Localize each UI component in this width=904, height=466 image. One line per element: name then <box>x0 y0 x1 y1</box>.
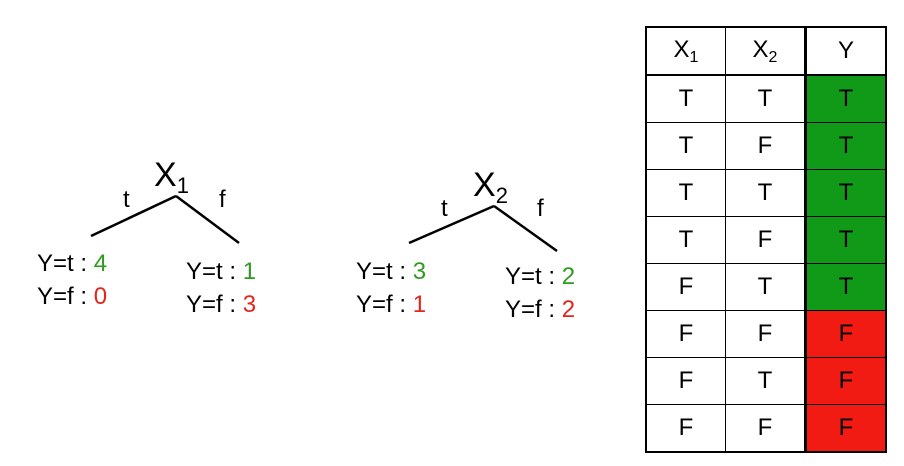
cell-y: T <box>804 216 887 264</box>
cell-y: T <box>804 74 887 123</box>
cell-y: T <box>804 122 887 170</box>
header-x2: X2 <box>725 26 806 76</box>
count-false: 3 <box>242 291 257 318</box>
cell-y: T <box>804 169 887 217</box>
cell-x1: F <box>645 310 726 358</box>
tree1-right-branch-label: f <box>219 186 226 213</box>
cell-x1: T <box>645 216 726 264</box>
cell-x2: T <box>725 263 806 311</box>
cell-x1: F <box>645 404 726 453</box>
count-true: 2 <box>561 263 576 290</box>
tree2-right-leaf: Y=t : 2 Y=f : 2 <box>505 263 576 323</box>
count-true: 4 <box>93 250 108 277</box>
cell-x2: F <box>725 122 806 170</box>
cell-y: F <box>804 310 887 358</box>
cell-y: T <box>804 263 887 311</box>
cell-x2: F <box>725 310 806 358</box>
tree2-right-edge <box>493 204 558 253</box>
cell-x1: T <box>645 122 726 170</box>
count-false: 2 <box>561 296 576 323</box>
tree1-left-edge <box>90 194 177 238</box>
tree1-right-leaf: Y=t : 1 Y=f : 3 <box>186 258 257 318</box>
tree1-left-leaf: Y=t : 4 Y=f : 0 <box>37 250 108 310</box>
tree2-left-edge <box>408 204 495 245</box>
cell-x2: T <box>725 74 806 123</box>
count-false: 1 <box>412 291 427 318</box>
cell-x1: T <box>645 74 726 123</box>
cell-x1: T <box>645 169 726 217</box>
header-x1: X1 <box>645 26 726 76</box>
cell-y: F <box>804 357 887 405</box>
table-header-row: X1 X2 Y <box>645 26 887 76</box>
cell-x1: F <box>645 357 726 405</box>
tree2-left-leaf: Y=t : 3 Y=f : 1 <box>356 258 427 318</box>
tree1-root-label: X1 <box>154 156 189 198</box>
cell-x2: T <box>725 169 806 217</box>
count-true: 1 <box>242 258 257 285</box>
cell-x1: F <box>645 263 726 311</box>
count-false: 0 <box>93 283 108 310</box>
tree1-left-branch-label: t <box>123 186 130 213</box>
tree2-left-branch-label: t <box>441 195 448 222</box>
tree1-right-edge <box>175 194 240 245</box>
tree2-root-label: X2 <box>473 166 508 208</box>
cell-y: F <box>804 404 887 453</box>
cell-x2: F <box>725 216 806 264</box>
tree2-right-branch-label: f <box>537 195 544 222</box>
cell-x2: F <box>725 404 806 453</box>
header-y: Y <box>804 26 887 76</box>
count-true: 3 <box>412 258 427 285</box>
cell-x2: T <box>725 357 806 405</box>
